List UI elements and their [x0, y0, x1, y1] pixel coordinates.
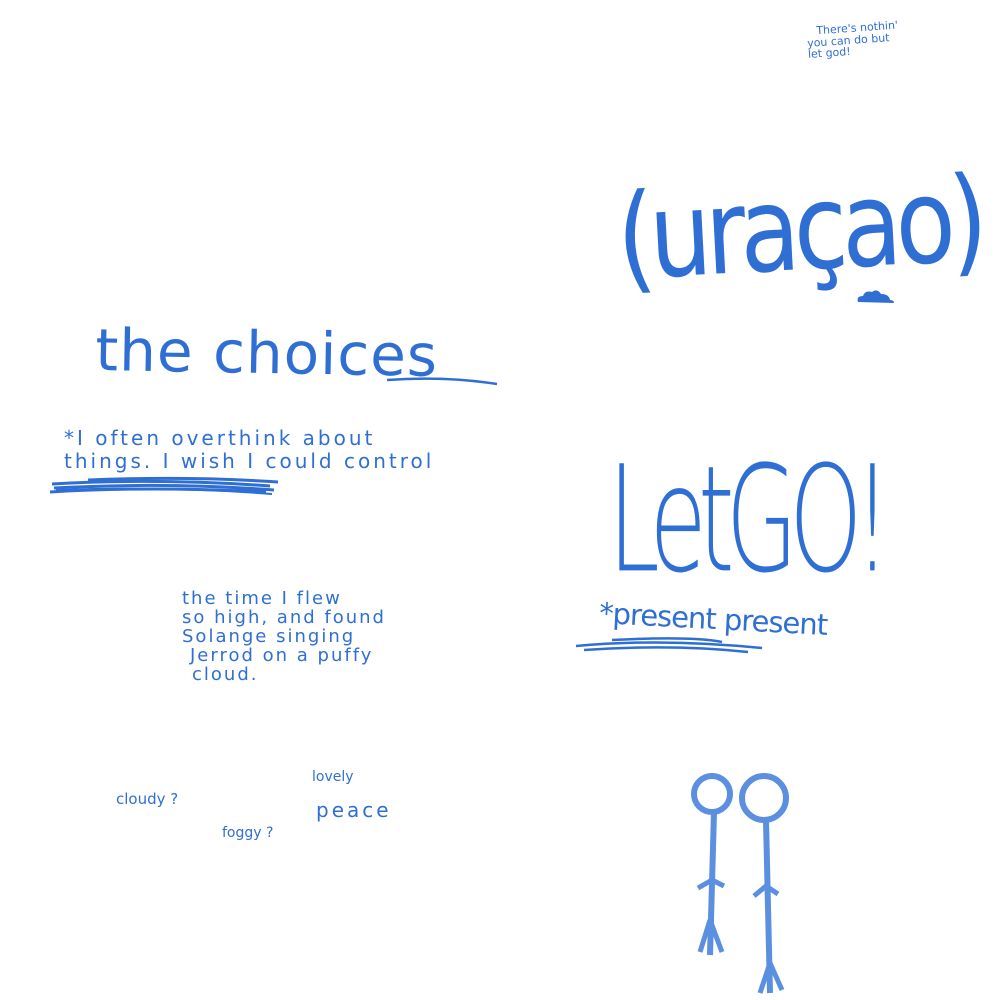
overthink-note: *I often overthink about things. I wish … [64, 428, 434, 472]
the-time-note: the time I flew so high, and found Solan… [182, 588, 386, 685]
stick-figure-left [691, 773, 733, 956]
cloud-doodle [857, 290, 894, 303]
lovely-word: lovely [312, 769, 354, 785]
peace-word: peace [316, 798, 392, 822]
curacao-heading: (uraçao) [613, 151, 986, 308]
scribble-out-lines [49, 476, 279, 495]
the-time-line-5: cloud. [192, 663, 259, 685]
the-choices-underline [386, 377, 498, 386]
the-time-line-1: the time I flew [182, 588, 342, 609]
stick-figure-right [739, 773, 789, 994]
the-time-line-4: Jerrod on a puffy [190, 644, 374, 666]
present-scribble [575, 637, 763, 654]
cloudy-word: cloudy ? [116, 790, 179, 808]
let-go-heading: LetGO! [608, 435, 891, 606]
let-god-note: There's nothin' you can do but let god! [806, 19, 900, 61]
the-time-line-2: so high, and found [182, 606, 386, 628]
foggy-word: foggy ? [222, 825, 274, 841]
overthink-line-2: things. I wish I could control [64, 449, 435, 473]
the-time-line-3: Solange singing [182, 625, 356, 647]
overthink-line-1: *I often overthink about [64, 426, 376, 450]
